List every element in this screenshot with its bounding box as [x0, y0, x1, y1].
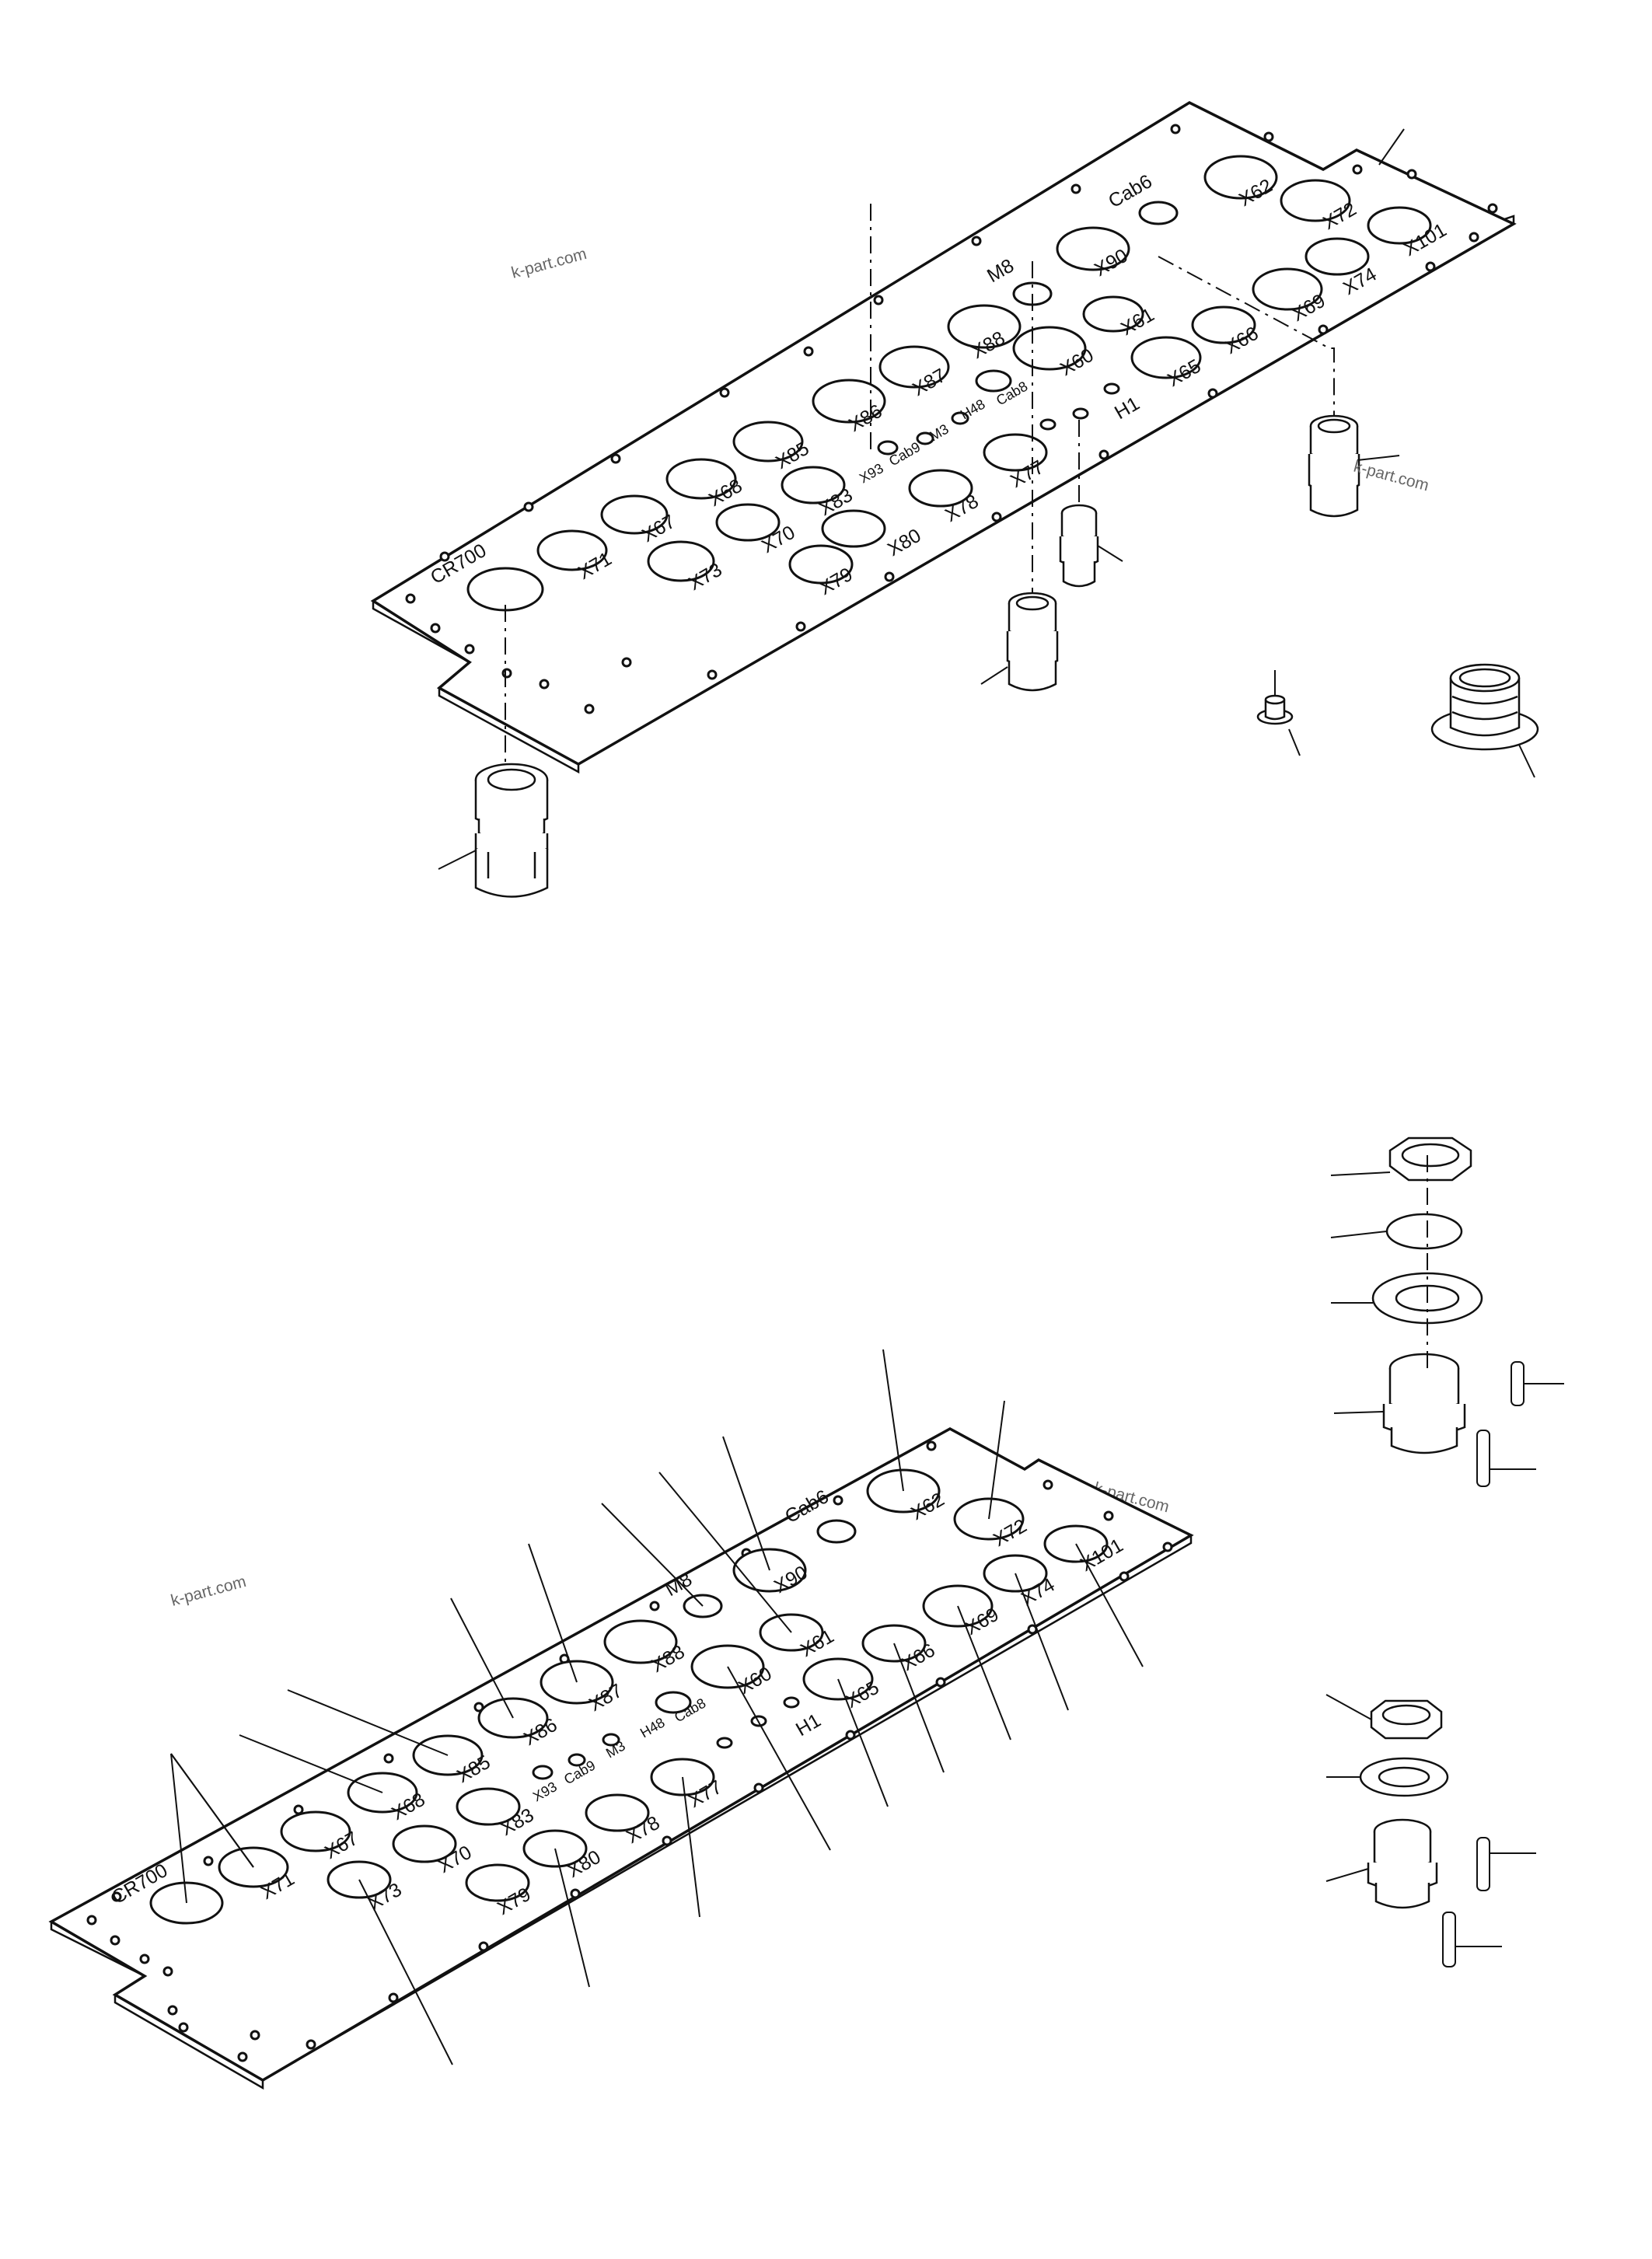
blanking-plug-small [1256, 670, 1301, 756]
plate-bottom-outline [48, 1427, 1194, 2083]
contact-pin-1 [1511, 1361, 1525, 1406]
connector-plate-bottom: CR700 X71 X67 X73 X68 X70 X85 X79 X83 X8… [48, 1349, 1194, 2090]
connector-large-plug [438, 763, 549, 898]
axis-cab6 [1158, 256, 1335, 426]
gland-assembly-large [1330, 1136, 1564, 1487]
blanking-plug-large [1430, 663, 1539, 778]
watermark-1: k-part.com [509, 245, 589, 282]
watermark-2: k-part.com [1352, 458, 1431, 495]
watermark-3: k-part.com [169, 1573, 248, 1610]
plate-bottom-leader-lines [170, 1349, 1144, 2065]
connector-right-plug [1308, 414, 1400, 518]
contact-pin-2 [1476, 1430, 1490, 1487]
connector-medium-plug [980, 592, 1059, 692]
contact-pin-4 [1442, 1912, 1456, 1967]
leader-plate-top [1378, 128, 1405, 166]
connector-plate-top: CR700 X71 X67 X73 X68 X70 X85 X79 X83 X8… [370, 101, 1517, 774]
o-ring-large [1385, 1213, 1463, 1250]
plate-bottom-connector-holes [149, 1468, 1109, 1925]
contact-pin-3 [1476, 1837, 1490, 1891]
plate-bottom-thickness [50, 1534, 1193, 2090]
plate-top-connector-holes [466, 155, 1432, 612]
plate-top-thickness [372, 215, 1515, 774]
plate-top-outline [370, 101, 1517, 766]
gland-assembly-small [1325, 1694, 1536, 1967]
connector-small-plug [1059, 504, 1123, 588]
